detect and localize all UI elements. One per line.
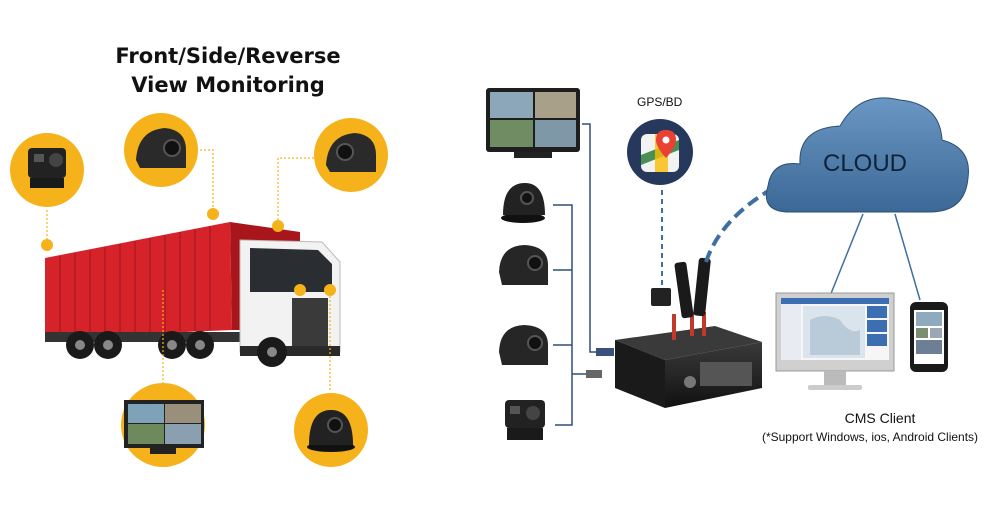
reverse-camera-device [505,400,545,440]
monitor-device [486,88,580,158]
camera-location-dots [41,208,336,296]
pc-monitor [775,292,895,390]
cloud-uplink-line [704,188,772,263]
cms-client-label: CMS Client [844,410,916,426]
mdvr-recorder [615,312,762,408]
camera-wiring [553,123,614,426]
gps-label: GPS/BD [637,95,683,109]
gps-map-icon [627,119,693,185]
cms-client-sublabel: (*Support Windows, ios, Android Clients) [761,430,979,444]
smartphone [910,302,948,372]
side-camera-bubble-right [314,118,388,192]
side-camera-device-1 [499,245,548,285]
truck-illustration [45,222,341,367]
side-camera-bubble-left [124,113,198,187]
connector-plug-2 [586,370,602,378]
cloud-to-pc-line [829,213,864,297]
connector-plug [596,348,614,356]
cloud-shape [765,97,969,213]
cloud-to-phone-line [894,213,921,301]
side-camera-device-2 [499,325,548,365]
monitor-bubble [121,383,205,467]
antennas [651,257,711,319]
title-line-1: Front/Side/Reverse [115,44,341,68]
reverse-camera-bubble [10,133,84,207]
dome-camera-bubble [294,393,368,467]
cloud-label: CLOUD [823,150,908,177]
dome-camera-device [501,183,545,223]
title-line-2: View Monitoring [131,73,325,97]
diagram-title: Front/Side/Reverse View Monitoring [108,42,348,100]
